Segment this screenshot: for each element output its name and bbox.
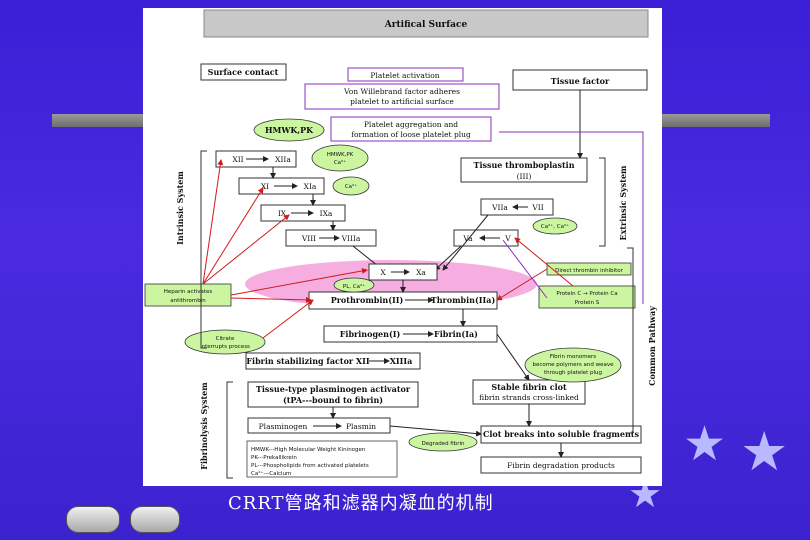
clot-breaks-label: Clot breaks into soluble fragments <box>483 429 640 439</box>
heparin-line-2: antithrombin <box>170 298 206 304</box>
citrate-line-2: interrupts process <box>200 344 250 350</box>
aggregation-line-1: Platelet aggregation and <box>364 120 458 129</box>
platelet-activation-label: Platelet activation <box>370 71 439 80</box>
legend-line-2: PK---Prekallikrein <box>251 455 297 461</box>
factor-va: Va <box>462 234 473 243</box>
heparin-line-1: Heparin activates <box>164 289 213 295</box>
factor-v: V <box>504 234 511 243</box>
factor-ix: IX <box>278 209 287 218</box>
thrombin-label: Thrombin(IIa) <box>431 295 496 305</box>
star-icon: ★ <box>683 416 727 472</box>
citrate-line-1: Citrate <box>216 336 235 342</box>
thrombin-inhibitor-label: Direct thrombin inhibitor <box>555 268 624 274</box>
tissue-factor-label: Tissue factor <box>551 76 610 86</box>
hmwk-ca-line-1: HMWK,PK <box>327 152 354 158</box>
factor-x: X <box>380 268 386 277</box>
transform-line-2: become polymers and weave <box>533 362 615 368</box>
factor-xa: Xa <box>416 268 426 277</box>
factor-xia: XIa <box>304 182 317 191</box>
factor-vii: VII <box>531 203 543 212</box>
plasminogen-label: Plasminogen <box>259 422 308 431</box>
vwf-line-1: Von Willebrand factor adheres <box>343 87 460 96</box>
hmwk-ca-line-2: Ca²⁺ <box>334 159 346 166</box>
transform-line-1: Fibrin monomers <box>550 354 596 360</box>
tpa-line-1: Tissue-type plasminogen activator <box>256 384 411 394</box>
decor-bar-right <box>662 114 770 127</box>
tissue-thromboplastin-2: (III) <box>517 172 532 181</box>
factor-ixa: IXa <box>320 209 333 218</box>
fibrinogen-label: Fibrinogen(I) <box>340 329 401 339</box>
stable-clot-line-1: Stable fibrin clot <box>491 382 567 392</box>
prothrombin-label: Prothrombin(II) <box>331 295 404 305</box>
aggregation-line-2: formation of loose platelet plug <box>351 130 471 139</box>
nav-button-next[interactable] <box>130 506 180 533</box>
factor-xii: XII <box>232 155 243 164</box>
stable-clot-line-2: fibrin strands cross-linked <box>479 393 579 402</box>
decor-bar-left <box>52 114 144 127</box>
ca-extrinsic-bubble: Ca²⁺, Ca²⁺ <box>541 223 569 230</box>
factor-xi: XI <box>261 182 269 191</box>
factor-viiia: VIIIa <box>341 234 361 243</box>
star-icon: ★ <box>740 420 789 483</box>
factor-xiia: XIIa <box>275 155 291 164</box>
transform-line-3: through platelet plug <box>544 370 602 376</box>
legend-line-1: HMWK---High Molecular Weight Kininogen <box>251 447 366 453</box>
diagram-title: Artifical Surface <box>384 20 468 30</box>
factor-viia: VIIa <box>491 203 508 212</box>
slide-caption: CRRT管路和滤器内凝血的机制 <box>228 493 494 514</box>
legend-line-3: PL---Phospholipids from activated platel… <box>251 463 369 469</box>
vwf-line-2: platelet to artificial surface <box>350 97 454 106</box>
factor-xiiia: XIIIa <box>390 356 413 366</box>
extrinsic-system-label: Extrinsic System <box>618 165 628 241</box>
surface-contact-label: Surface contact <box>208 67 279 77</box>
plasmin-label: Plasmin <box>346 422 376 431</box>
legend-line-4: Ca²⁺---Calcium <box>251 470 291 477</box>
tissue-thromboplastin-1: Tissue thromboplastin <box>473 160 574 170</box>
title-box <box>203 9 649 38</box>
degraded-fibrin-bubble: Degraded fibrin <box>421 441 465 447</box>
diagram-panel: Artifical Surface Surface contact Platel… <box>143 8 662 486</box>
hmwk-bubble: HMWK,PK <box>265 125 314 135</box>
protein-c-line-1: Protein C → Protein Ca <box>556 291 617 297</box>
ca-bubble: Ca²⁺ <box>345 183 357 190</box>
intrinsic-system-label: Intrinsic System <box>175 171 185 245</box>
coagulation-diagram: Artifical Surface Surface contact Platel… <box>144 9 657 479</box>
common-pathway-label: Common Pathway <box>647 306 657 386</box>
fibrin-stabilizing-factor: Fibrin stabilizing factor XII <box>246 356 370 366</box>
factor-viii: VIII <box>301 234 316 243</box>
nav-button-prev[interactable] <box>66 506 120 533</box>
protein-c-line-2: Protein S <box>575 300 600 306</box>
tpa-line-2: (tPA---bound to fibrin) <box>283 395 383 405</box>
fibrinolysis-system-label: Fibrinolysis System <box>199 382 209 470</box>
pl-ca-bubble: PL, Ca²⁺ <box>343 283 365 290</box>
fibrin-label: Fibrin(Ia) <box>434 329 478 339</box>
fdp-label: Fibrin degradation products <box>507 461 615 470</box>
